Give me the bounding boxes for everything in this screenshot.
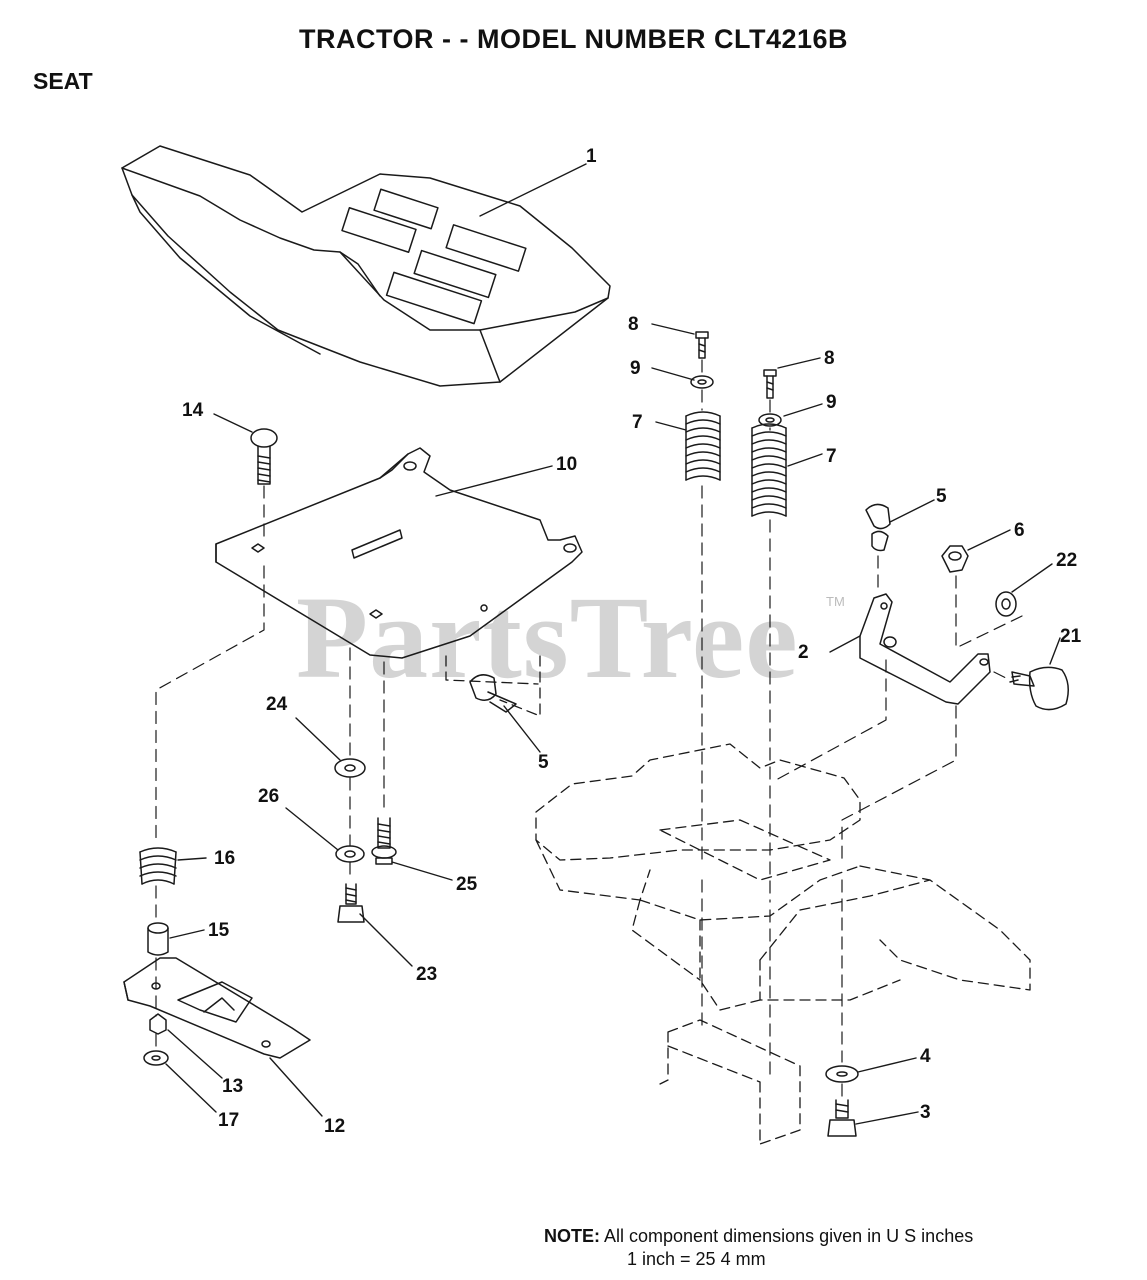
callout-7-left: 7 — [632, 412, 643, 433]
note-label: NOTE: — [544, 1226, 600, 1246]
callout-9-left: 9 — [630, 358, 641, 379]
callout-5-lower: 5 — [538, 752, 549, 773]
callout-23: 23 — [416, 964, 437, 985]
clip-5-upper — [865, 503, 891, 552]
washer-9-left — [690, 375, 714, 389]
callout-21: 21 — [1060, 626, 1082, 647]
callout-4: 4 — [920, 1046, 931, 1067]
callout-17: 17 — [218, 1110, 239, 1131]
callout-10: 10 — [556, 454, 577, 475]
callout-26: 26 — [258, 786, 279, 807]
seat-part — [121, 145, 611, 387]
callout-labels: 1 14 10 8 9 7 8 9 7 5 6 22 21 2 24 5 26 … — [182, 146, 1082, 1137]
callout-9-right: 9 — [826, 392, 837, 413]
washer-4 — [825, 1065, 859, 1083]
callout-7-right: 7 — [826, 446, 837, 467]
tractor-frame — [445, 655, 1031, 1145]
plate-12 — [123, 957, 311, 1059]
nut-23 — [337, 883, 365, 923]
clip-5-lower — [469, 674, 517, 713]
washer-24 — [334, 758, 366, 778]
note-line-1: NOTE: All component dimensions given in … — [544, 1226, 973, 1247]
trademark-mark: TM — [826, 594, 845, 609]
callout-8-right: 8 — [824, 348, 835, 369]
knob-21 — [1009, 666, 1069, 711]
note-line-2: 1 inch = 25 4 mm — [627, 1249, 766, 1269]
callout-2: 2 — [798, 642, 809, 663]
leader-lines — [165, 163, 1061, 1125]
spring-16 — [139, 847, 177, 885]
assembly-lines — [155, 359, 1023, 1099]
carriage-bolt-14 — [250, 428, 278, 485]
screw-25 — [371, 817, 397, 865]
bolt-8-right — [763, 369, 777, 399]
nut-6 — [941, 545, 969, 573]
washer-9-right — [758, 413, 782, 427]
callout-5-upper: 5 — [936, 486, 947, 507]
bracket-2 — [859, 593, 991, 705]
callout-12: 12 — [324, 1116, 345, 1137]
callout-22: 22 — [1056, 550, 1077, 571]
spring-7-right — [751, 423, 787, 517]
seat-pan-part — [215, 447, 583, 659]
callout-14: 14 — [182, 400, 204, 421]
watermark-text: PartsTree — [296, 572, 799, 703]
spacer-15 — [147, 922, 169, 956]
note-text-1: All component dimensions given in U S in… — [604, 1226, 974, 1246]
part-22 — [995, 591, 1017, 617]
callout-1: 1 — [586, 146, 597, 167]
bolt-8-left — [695, 331, 709, 359]
washer-17 — [143, 1050, 169, 1066]
callout-13: 13 — [222, 1076, 243, 1097]
callout-25: 25 — [456, 874, 478, 895]
callout-6: 6 — [1014, 520, 1025, 541]
callout-8-left: 8 — [628, 314, 639, 335]
washer-26 — [335, 845, 365, 863]
section-title: SEAT — [33, 68, 93, 94]
bolt-3 — [827, 1099, 857, 1137]
callout-16: 16 — [214, 848, 235, 869]
page-title: TRACTOR - - MODEL NUMBER CLT4216B — [298, 24, 849, 54]
callout-24: 24 — [266, 694, 288, 715]
nut-13 — [149, 1013, 167, 1035]
spring-7-left — [685, 411, 721, 481]
callout-15: 15 — [208, 920, 230, 941]
callout-3: 3 — [920, 1102, 931, 1123]
